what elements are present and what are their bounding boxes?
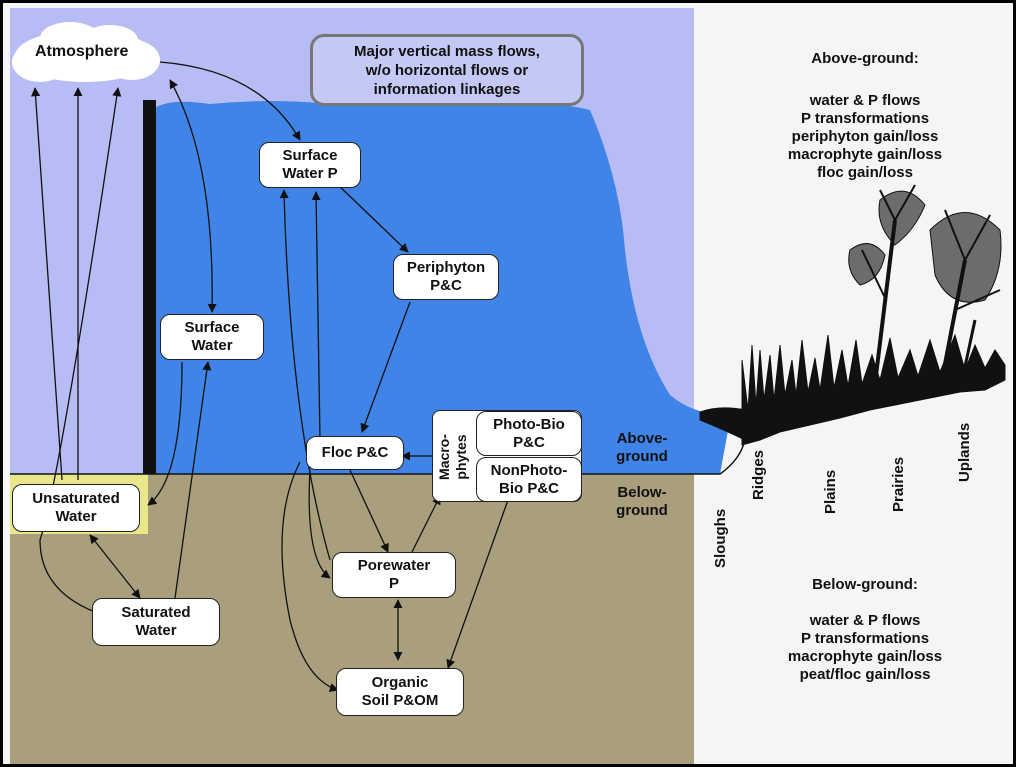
zone-label-uplands: Uplands: [956, 422, 973, 482]
arrow-unsat-to-atm-1: [31, 87, 63, 481]
node-porewater: Porewater P: [332, 552, 456, 598]
legend-note: Major vertical mass flows, w/o horizonta…: [310, 34, 584, 106]
arrow-floc-to-porewater: [349, 469, 389, 553]
node-saturated-water: Saturated Water: [92, 598, 220, 646]
arrow-unsat-sat: [89, 534, 141, 599]
arrow-sat-to-sw: [174, 361, 212, 599]
arrow-floc-to-organic-soil: [281, 461, 339, 692]
arrow-porewater-to-macro: [411, 495, 441, 553]
zone-label-sloughs: Sloughs: [712, 508, 729, 568]
node-nonphoto-bio: NonPhoto- Bio P&C: [476, 457, 582, 502]
below-panel-title: Below-ground:: [812, 576, 918, 593]
below-panel-items: water & P flows P transformations macrop…: [787, 612, 943, 683]
arrow-atm-to-surface-water-p: [159, 61, 301, 141]
node-floc: Floc P&C: [306, 436, 404, 470]
above-panel-title: Above-ground:: [811, 50, 919, 67]
arrow-sw-to-unsat: [147, 361, 183, 506]
atmosphere-cloud: [12, 22, 160, 82]
zone-label-ridges: Ridges: [750, 449, 767, 500]
node-surface-water: Surface Water: [160, 314, 264, 360]
arrow-swp-to-periphyton: [334, 181, 409, 253]
arrow-porewater-to-swp: [279, 189, 331, 561]
vegetation-silhouette: [699, 184, 1006, 446]
node-photo-bio: Photo-Bio P&C: [476, 411, 582, 456]
zone-label-plains: Plains: [822, 469, 839, 514]
above-panel-items: water & P flows P transformations periph…: [787, 92, 943, 181]
below-ground-label: Below- ground: [616, 484, 668, 519]
node-surface-water-p: Surface Water P: [259, 142, 361, 188]
zone-label-prairies: Prairies: [890, 456, 907, 512]
node-unsaturated-water: Unsaturated Water: [12, 484, 140, 532]
atmosphere-label: Atmosphere: [35, 43, 129, 60]
vertical-wall: [143, 100, 156, 474]
above-ground-label: Above- ground: [616, 430, 668, 465]
arrow-floc-to-porewater-2: [308, 469, 331, 579]
arrow-atm-surface-water: [169, 79, 217, 313]
arrow-floc-to-swp: [311, 191, 321, 441]
arrow-nonphoto-to-organic: [446, 499, 509, 669]
arrow-periphyton-to-floc: [360, 301, 411, 433]
node-organic-soil: Organic Soil P&OM: [336, 668, 464, 716]
node-periphyton: Periphyton P&C: [393, 254, 499, 300]
node-macrophytes: Macro- phytes: [436, 434, 469, 480]
